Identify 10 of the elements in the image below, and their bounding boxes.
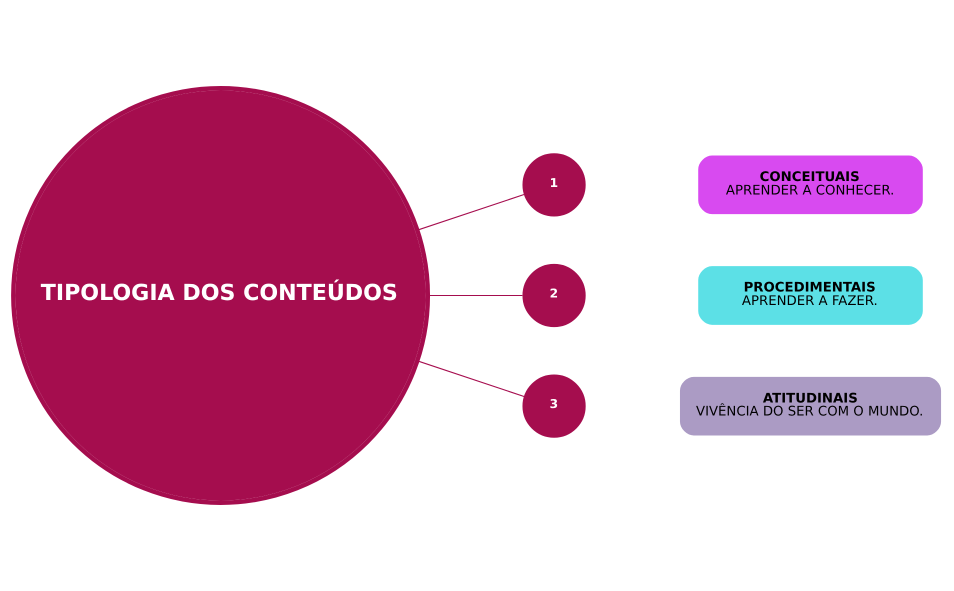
- node-box: PROCEDIMENTAIS APRENDER A FAZER.: [698, 266, 923, 325]
- node-circle: 3: [522, 374, 586, 438]
- node-box: CONCEITUAIS APRENDER A CONHECER.: [698, 156, 923, 214]
- node-circle: 2: [522, 264, 586, 328]
- connector: [428, 294, 522, 296]
- connector: [417, 194, 524, 231]
- node-box: ATITUDINAIS VIVÊNCIA DO SER COM O MUNDO.: [680, 376, 942, 436]
- node-circle: 1: [522, 153, 586, 216]
- node-circle: TIPOLOGIA DOS CONTEÚDOS: [11, 86, 430, 505]
- connector: [417, 360, 524, 397]
